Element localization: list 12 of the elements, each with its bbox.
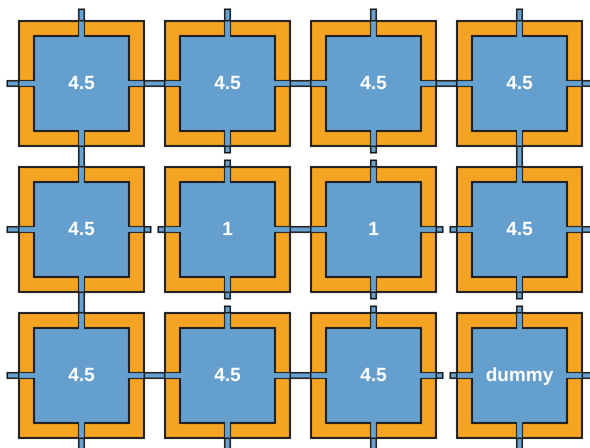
tile-value: 4.5 — [325, 327, 422, 424]
tile-value: 4.5 — [179, 327, 276, 424]
tile-value: 1 — [179, 181, 276, 278]
tile-value: 1 — [325, 181, 422, 278]
tile-value: 4.5 — [33, 327, 130, 424]
tile-value: 4.5 — [471, 181, 568, 278]
tile-value: 4.5 — [471, 35, 568, 132]
tile-value: 4.5 — [179, 35, 276, 132]
tile-value: 4.5 — [33, 35, 130, 132]
tile-value: dummy — [471, 327, 568, 424]
tile-value: 4.5 — [33, 181, 130, 278]
tile-value: 4.5 — [325, 35, 422, 132]
